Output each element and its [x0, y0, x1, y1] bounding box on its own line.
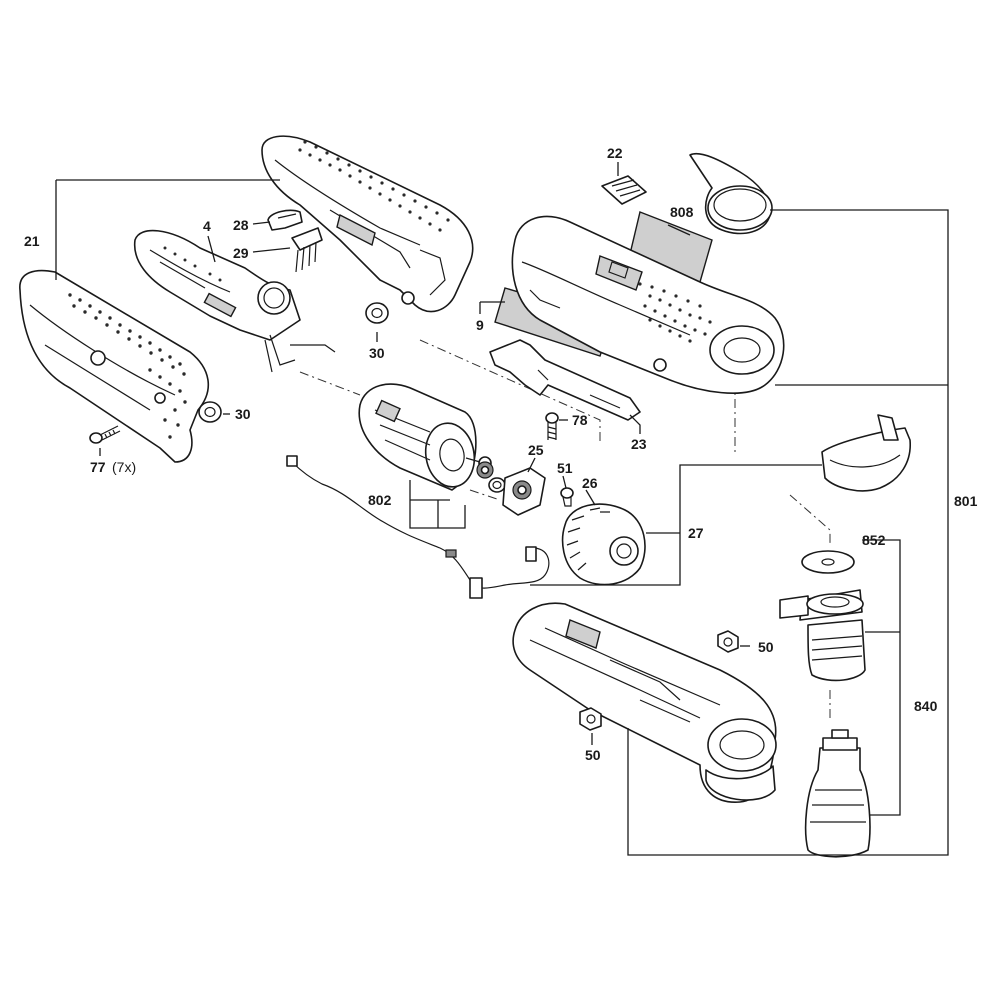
- callout-23: 23: [631, 436, 647, 452]
- gearbox-housing: [512, 602, 777, 803]
- callout-801: 801: [954, 493, 978, 509]
- spindle-assembly-840-upper: [779, 589, 866, 682]
- right-housing-half: [261, 135, 474, 313]
- eccentric-gear-26: [561, 503, 646, 586]
- callout-77: 77: [90, 459, 106, 475]
- rubber-ring-30-left: [198, 401, 222, 423]
- rubber-ring-30-top: [365, 302, 389, 324]
- switch-bracket-23: [489, 339, 641, 421]
- release-lever: [689, 153, 773, 235]
- callout-852: 852: [862, 532, 886, 548]
- wiring-harness: [286, 455, 550, 599]
- left-housing-half: [19, 269, 210, 463]
- clamp-27: [821, 414, 911, 492]
- callout-4: 4: [203, 218, 211, 234]
- callout-30-left: 30: [235, 406, 251, 422]
- callout-78: 78: [572, 412, 588, 428]
- bearing-plate-25: [502, 467, 546, 516]
- nut-50-right: [717, 630, 739, 653]
- nut-50-bottom: [579, 707, 602, 731]
- pinion-gear: [476, 461, 494, 479]
- washer-ring: [488, 477, 506, 493]
- callout-77-quantity: (7x): [112, 459, 136, 475]
- leader-lines: [55, 162, 949, 856]
- circuit-board: [133, 229, 336, 373]
- callout-labels: 21 4 28 29 30 30 77 (7x) 22 808 9 78 23 …: [24, 145, 978, 763]
- screw-77: [89, 425, 121, 444]
- callout-840: 840: [914, 698, 938, 714]
- callout-9: 9: [476, 317, 484, 333]
- switch-slider-28: [267, 209, 303, 231]
- switch-contacts-29: [291, 227, 323, 273]
- callout-808: 808: [670, 204, 694, 220]
- callout-22: 22: [607, 145, 623, 161]
- screw-78: [545, 412, 559, 440]
- screw-51: [560, 487, 574, 507]
- callout-27: 27: [688, 525, 704, 541]
- callout-25: 25: [528, 442, 544, 458]
- callout-21: 21: [24, 233, 40, 249]
- washer-852: [801, 550, 855, 574]
- callout-802: 802: [368, 492, 392, 508]
- callout-29: 29: [233, 245, 249, 261]
- spindle-assembly-840-lower: [804, 729, 871, 858]
- callout-26: 26: [582, 475, 598, 491]
- callout-28: 28: [233, 217, 249, 233]
- callout-50-bottom: 50: [585, 747, 601, 763]
- callout-51: 51: [557, 460, 573, 476]
- motor-802: [358, 383, 492, 491]
- callout-30-top: 30: [369, 345, 385, 361]
- upper-housing-shell: [511, 215, 785, 394]
- switch-cap-22: [601, 175, 647, 205]
- callout-50-right: 50: [758, 639, 774, 655]
